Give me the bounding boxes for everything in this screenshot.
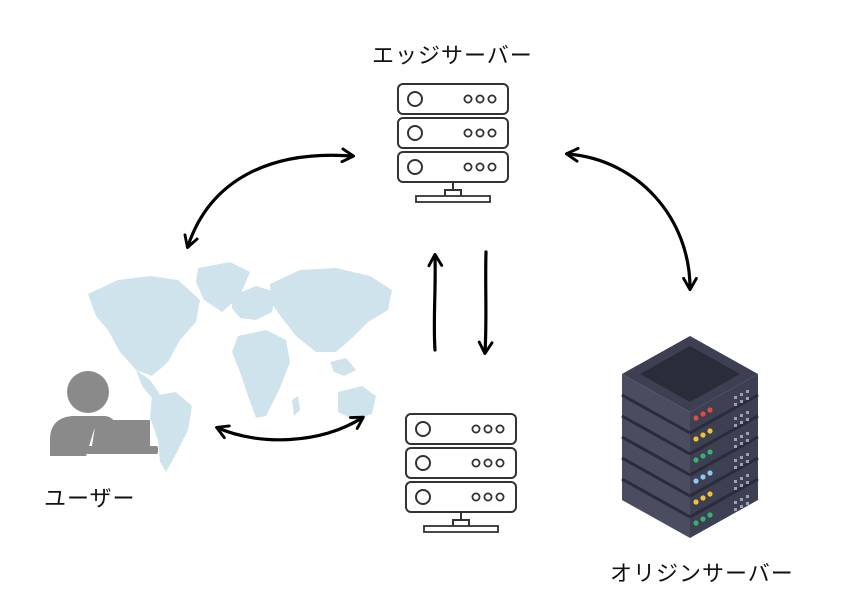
edge-server-icon bbox=[397, 83, 509, 203]
edge-server-icon bbox=[405, 413, 517, 533]
arrow-edge-origin bbox=[564, 146, 698, 292]
arrow-user-edge bbox=[183, 147, 356, 249]
arrow-down bbox=[477, 250, 494, 356]
edge-server-label: エッジサーバー bbox=[372, 44, 533, 69]
user-label: ユーザー bbox=[44, 487, 136, 512]
arrow-user-edge-lower bbox=[215, 415, 365, 442]
origin-server-label: オリジンサーバー bbox=[610, 562, 794, 587]
arrow-up bbox=[427, 252, 444, 352]
user-icon bbox=[50, 371, 158, 456]
world-map bbox=[88, 262, 392, 472]
origin-server-icon bbox=[621, 336, 759, 538]
